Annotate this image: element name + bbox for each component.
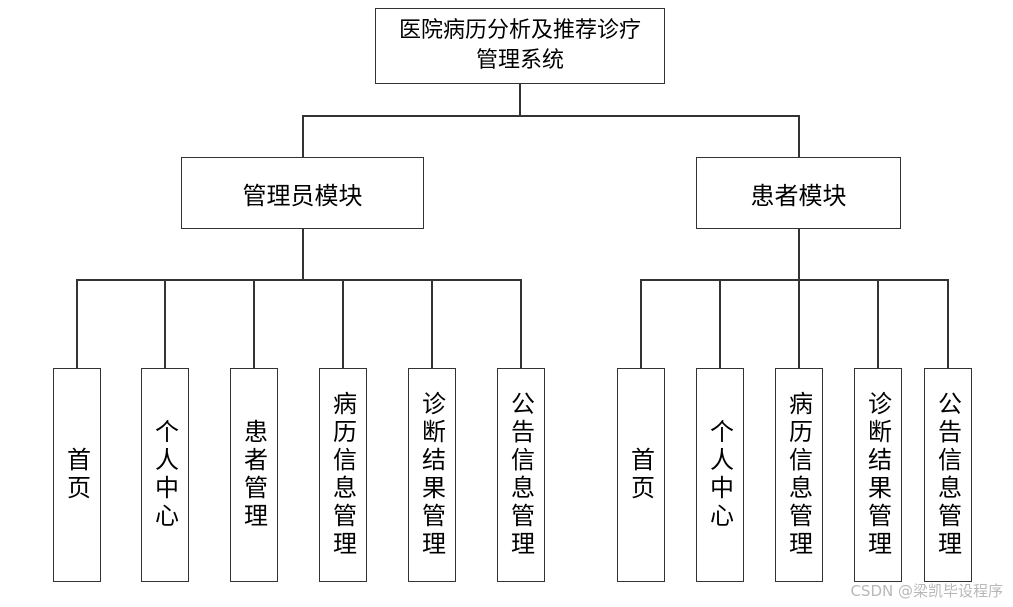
admin-leaf-home: 首页 <box>53 368 101 582</box>
admin-leaf-personal-center: 个人中心 <box>141 368 189 582</box>
watermark: CSDN @梁凯毕设程序 <box>850 582 1003 600</box>
connector-patient-bar <box>640 279 949 281</box>
patient-leaf-notice-management: 公告信息管理 <box>924 368 972 582</box>
connector-root-down <box>519 84 521 116</box>
system-root-node: 医院病历分析及推荐诊疗 管理系统 <box>375 8 665 84</box>
leaf-label: 公告信息管理 <box>933 391 962 559</box>
connector-patient-leaf-3 <box>798 279 800 368</box>
connector-admin-leaf-6 <box>520 279 522 368</box>
connector-patient-leaf-4 <box>877 279 879 368</box>
connector-patient-leaf-1 <box>640 279 642 368</box>
connector-patient-down <box>798 229 800 280</box>
leaf-label: 个人中心 <box>705 419 734 531</box>
leaf-label: 诊断结果管理 <box>417 391 446 559</box>
leaf-label: 公告信息管理 <box>506 391 535 559</box>
connector-admin-down <box>302 229 304 280</box>
leaf-label: 患者管理 <box>239 419 268 531</box>
connector-patient-leaf-5 <box>947 279 949 368</box>
admin-leaf-medical-record-management: 病历信息管理 <box>319 368 367 582</box>
connector-admin-leaf-4 <box>342 279 344 368</box>
connector-to-admin <box>302 115 304 157</box>
system-title-line2: 管理系统 <box>475 48 564 73</box>
admin-leaf-diagnosis-management: 诊断结果管理 <box>408 368 456 582</box>
connector-admin-leaf-3 <box>253 279 255 368</box>
connector-patient-leaf-2 <box>719 279 721 368</box>
patient-leaf-home: 首页 <box>617 368 665 582</box>
leaf-label: 首页 <box>62 447 91 503</box>
patient-leaf-personal-center: 个人中心 <box>696 368 744 582</box>
admin-leaf-notice-management: 公告信息管理 <box>497 368 545 582</box>
patient-leaf-medical-record-management: 病历信息管理 <box>775 368 823 582</box>
admin-module-title: 管理员模块 <box>242 181 363 210</box>
connector-admin-leaf-1 <box>76 279 78 368</box>
patient-module-node: 患者模块 <box>696 157 901 229</box>
patient-leaf-diagnosis-management: 诊断结果管理 <box>854 368 902 582</box>
leaf-label: 病历信息管理 <box>328 391 357 559</box>
connector-admin-leaf-5 <box>431 279 433 368</box>
connector-admin-bar <box>76 279 522 281</box>
leaf-label: 诊断结果管理 <box>863 391 892 559</box>
patient-module-title: 患者模块 <box>750 181 847 210</box>
connector-admin-leaf-2 <box>164 279 166 368</box>
admin-leaf-patient-management: 患者管理 <box>230 368 278 582</box>
leaf-label: 首页 <box>626 447 655 503</box>
leaf-label: 个人中心 <box>150 419 179 531</box>
admin-module-node: 管理员模块 <box>181 157 424 229</box>
leaf-label: 病历信息管理 <box>784 391 813 559</box>
system-title-line1: 医院病历分析及推荐诊疗 <box>398 18 641 43</box>
connector-root-bar <box>302 115 800 117</box>
connector-to-patient <box>798 115 800 157</box>
